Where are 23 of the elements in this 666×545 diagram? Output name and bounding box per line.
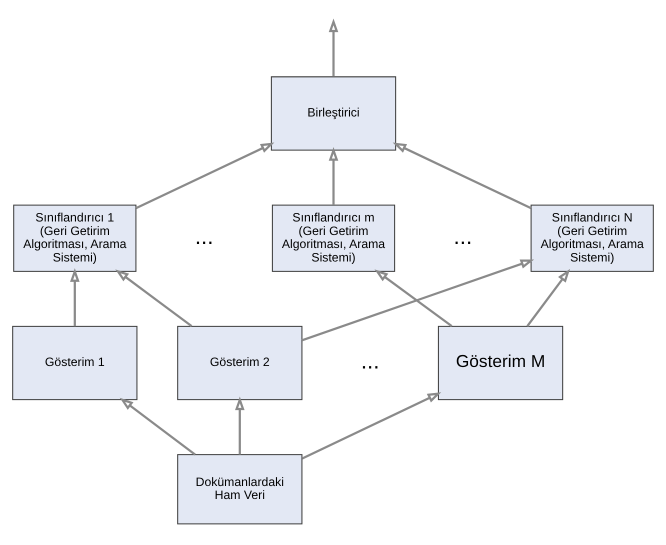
node-box: Dokümanlardaki Ham Veri bbox=[177, 454, 302, 524]
arrow bbox=[136, 142, 274, 210]
arrow bbox=[374, 269, 452, 328]
node-box: Birleştirici bbox=[270, 76, 396, 151]
node-box: Gösterim 1 bbox=[12, 326, 138, 400]
arrow bbox=[120, 398, 196, 456]
arrow bbox=[235, 396, 245, 455]
arrow bbox=[526, 268, 570, 327]
arrow bbox=[328, 18, 338, 77]
node-box: Sınıflandırıcı N (Geri Getirim Algoritması, Arama Sistemi) bbox=[530, 204, 654, 272]
node-box: Gösterim M bbox=[438, 326, 564, 400]
node-box: Sınıflandırıcı m (Geri Getirim Algoritması, Arama Sistemi) bbox=[272, 204, 396, 272]
label: ... bbox=[454, 224, 472, 249]
arrow bbox=[115, 269, 192, 328]
arrow bbox=[302, 392, 442, 460]
arrow bbox=[302, 259, 534, 342]
label: ... bbox=[194, 224, 214, 249]
node-box: Gösterim 2 bbox=[177, 326, 302, 400]
arrow bbox=[328, 147, 338, 205]
node-box: Sınıflandırıcı 1 (Geri Getirim Algoritması, Arama Sistemi) bbox=[13, 204, 136, 272]
arrow bbox=[70, 268, 80, 326]
label: ... bbox=[360, 348, 380, 374]
arrow bbox=[392, 142, 532, 210]
